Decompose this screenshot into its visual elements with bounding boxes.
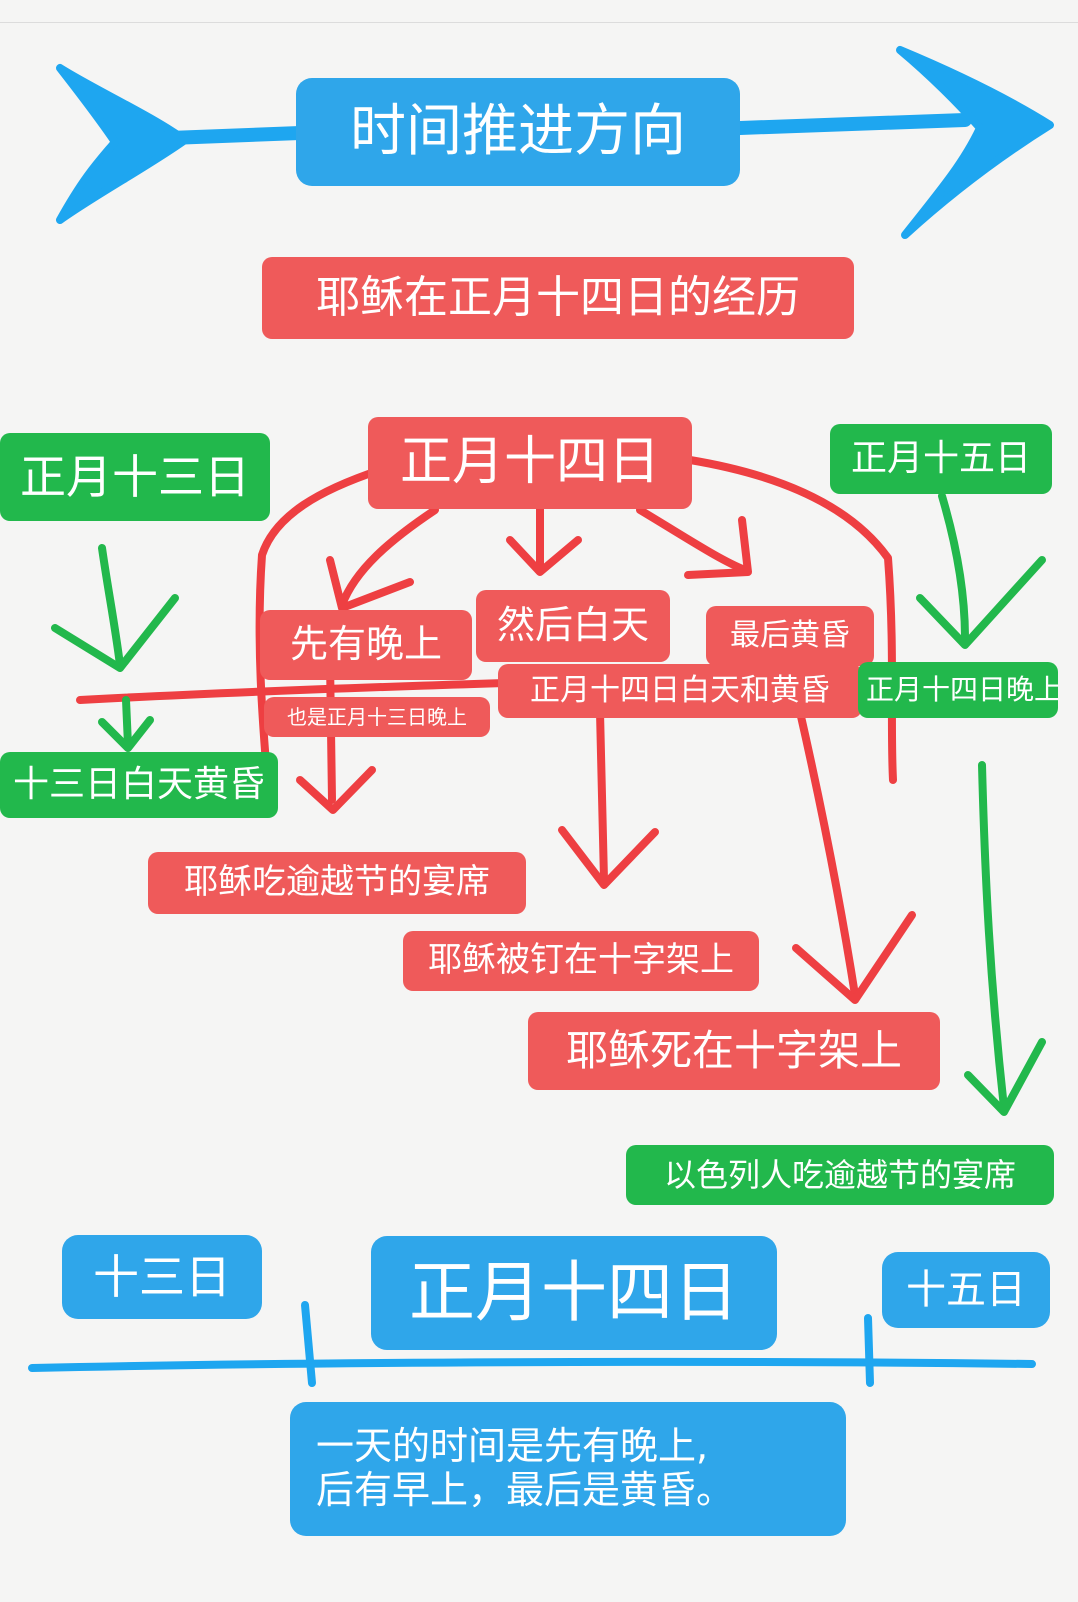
red-label-died: 耶稣死在十字架上: [528, 1012, 940, 1090]
green-label-day13: 正月十三日: [0, 433, 270, 521]
timeline-axis: [28, 1301, 1036, 1387]
explanation-note: 一天的时间是先有晚上, 后有早上，最后是黄昏。: [290, 1402, 846, 1536]
timeline-label-d13: 十三日: [62, 1235, 262, 1319]
green-label-day15: 正月十五日: [830, 424, 1052, 494]
green-label-israel-meal: 以色列人吃逾越节的宴席: [626, 1145, 1054, 1205]
red-label-day14: 正月十四日: [368, 417, 692, 509]
red-label-last-dusk: 最后黄昏: [706, 606, 874, 666]
title-time-direction: 时间推进方向: [296, 78, 740, 186]
red-label-day14-day-dusk: 正月十四日白天和黄昏: [498, 664, 862, 718]
timeline-label-d14: 正月十四日: [371, 1236, 777, 1350]
note-line-1: 一天的时间是先有晚上,: [316, 1424, 709, 1469]
red-flow-arrows: [76, 456, 916, 1004]
red-label-passover-meal: 耶稣吃逾越节的宴席: [148, 852, 526, 914]
timeline-label-d15: 十五日: [882, 1252, 1050, 1328]
red-label-also-13-night: 也是正月十三日晚上: [264, 697, 490, 737]
green-flow-arrows: [51, 492, 1046, 1116]
subtitle-jesus-14th: 耶稣在正月十四日的经历: [262, 257, 854, 339]
green-label-day14-night: 正月十四日晚上: [858, 662, 1058, 718]
red-label-nailed: 耶稣被钉在十字架上: [403, 931, 759, 991]
green-label-day13-day-dusk: 十三日白天黄昏: [0, 752, 278, 818]
top-divider: [0, 22, 1078, 23]
note-line-2: 后有早上，最后是黄昏。: [316, 1468, 735, 1512]
red-label-first-night: 先有晚上: [260, 610, 472, 680]
red-label-then-day: 然后白天: [476, 590, 670, 662]
time-direction-arrow: [56, 46, 1054, 239]
